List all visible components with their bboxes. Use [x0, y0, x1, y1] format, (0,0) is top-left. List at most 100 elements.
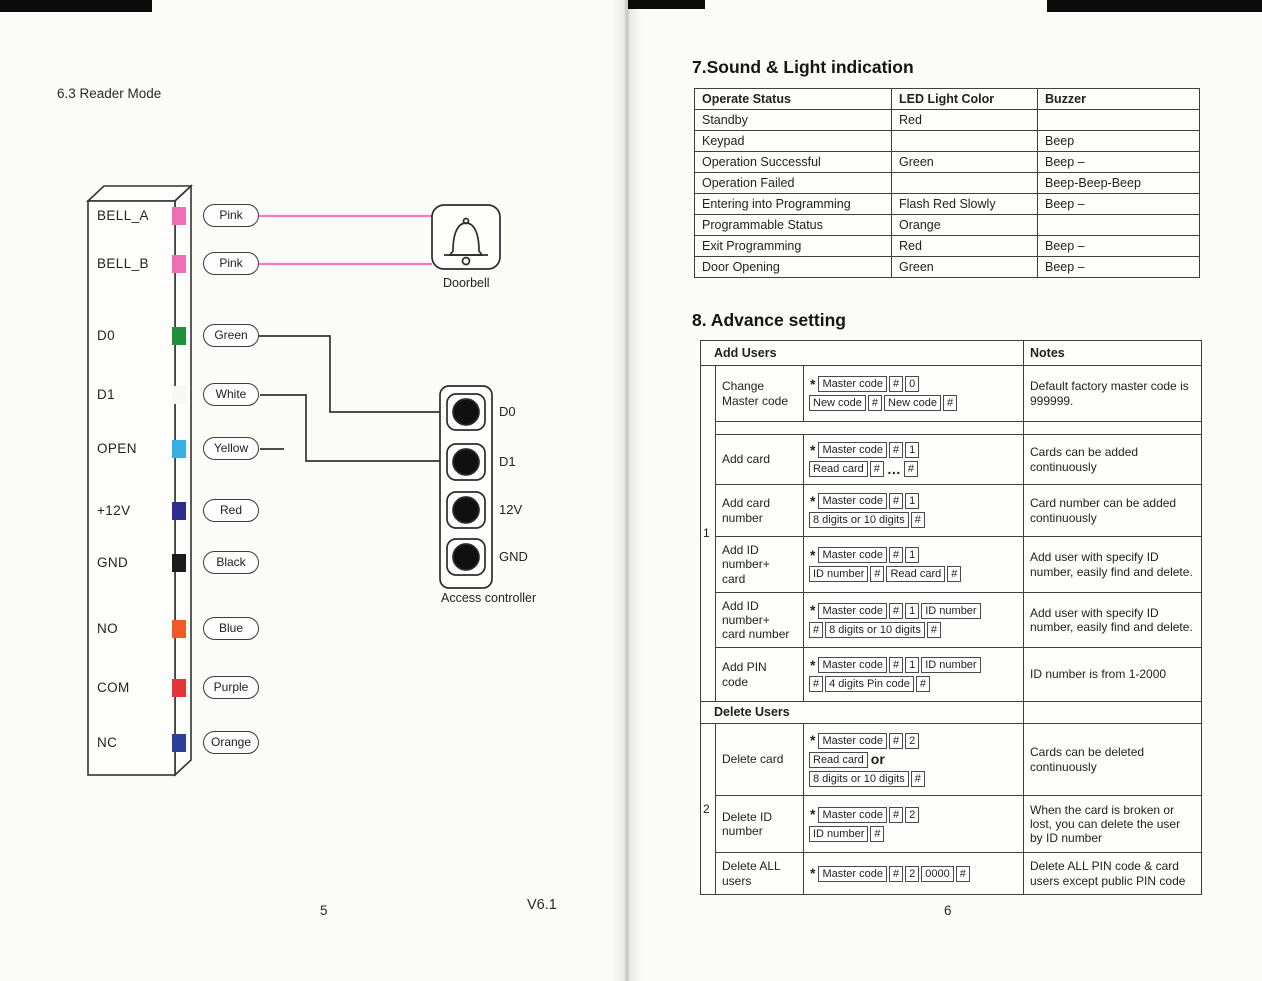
status-cell: Door Opening	[694, 256, 892, 278]
wire-color-bubble-d0: Green	[203, 324, 259, 347]
note-text: When the card is broken or lost, you can…	[1023, 795, 1202, 853]
status-cell: Operation Failed	[694, 172, 892, 194]
port-label-12v: 12V	[499, 502, 523, 517]
terminal-label-nc: NC	[97, 735, 118, 750]
buzzer-cell: Beep –	[1037, 193, 1200, 215]
port-label-d0: D0	[499, 404, 516, 419]
access-controller-label: Access controller	[441, 591, 537, 605]
buzzer-cell	[1037, 214, 1200, 236]
note-text: Card number can be added continuously	[1023, 484, 1202, 537]
led-cell: Green	[891, 151, 1038, 173]
d1-wire	[260, 394, 441, 462]
buzzer-cell: Beep –	[1037, 151, 1200, 173]
action-label: Add ID number+ card number	[715, 592, 804, 648]
terminal-label-gnd: GND	[97, 555, 129, 570]
page-fold	[611, 0, 643, 981]
action-label: Add card	[715, 434, 804, 485]
table-row: Add ID number+ card number *Master code#…	[701, 592, 1202, 648]
wire-color-bubble-open: Yellow	[203, 437, 259, 460]
led-cell: Green	[891, 256, 1038, 278]
data-wires	[259, 335, 441, 462]
note-text: Default factory master code is 999999.	[1023, 365, 1202, 422]
wire-color-bubble-bell-b: Pink	[203, 252, 259, 275]
terminal-label-no: NO	[97, 621, 119, 636]
right-page-number: 6	[944, 903, 952, 918]
scan-artifact-bar	[0, 0, 152, 12]
action-label: Add PIN code	[715, 647, 804, 702]
wire-tab-12v	[172, 502, 186, 520]
table-row: Programmable Status Orange	[694, 214, 1200, 236]
col-header-status: Operate Status	[694, 88, 892, 110]
led-cell	[891, 172, 1038, 194]
note-text: Add user with specify ID number, easily …	[1023, 536, 1202, 593]
terminal-label-open: OPEN	[97, 441, 137, 456]
table-header-row: Operate Status LED Light Color Buzzer	[694, 88, 1200, 110]
port-label-d1: D1	[499, 454, 516, 469]
wire-tab-gnd	[172, 554, 186, 572]
table-row: Exit Programming Red Beep –	[694, 235, 1200, 257]
scan-artifact-bar	[628, 0, 705, 9]
col-header-buzzer: Buzzer	[1037, 88, 1200, 110]
notes-header: Notes	[1023, 340, 1202, 366]
wire-color-bubble-gnd: Black	[203, 551, 259, 574]
wire-tab-bell-b	[172, 255, 186, 273]
action-label: Delete ID number	[715, 795, 804, 853]
wire-tab-bell-a	[172, 207, 186, 225]
advance-setting-table: Add Users Notes 1 Change Master code *Ma…	[700, 340, 1202, 895]
action-label: Add card number	[715, 484, 804, 537]
wire-tab-open	[172, 440, 186, 458]
table-row: Entering into Programming Flash Red Slow…	[694, 193, 1200, 215]
wire-tab-no	[172, 620, 186, 638]
scan-artifact-bar	[1047, 0, 1262, 12]
delete-users-header: Delete Users	[700, 701, 1024, 724]
buzzer-cell: Beep –	[1037, 256, 1200, 278]
doorbell-icon	[431, 204, 501, 270]
terminal-label-d0: D0	[97, 328, 116, 343]
status-cell: Programmable Status	[694, 214, 892, 236]
note-text: Cards can be added continuously	[1023, 434, 1202, 485]
d0-wire	[259, 335, 441, 413]
sound-light-table: Operate Status LED Light Color Buzzer St…	[694, 88, 1200, 278]
col-header-led: LED Light Color	[891, 88, 1038, 110]
wire-color-bubble-d1: White	[203, 383, 259, 406]
table-row: Operation Successful Green Beep –	[694, 151, 1200, 173]
terminal-label-bell-b: BELL_B	[97, 256, 149, 271]
status-cell: Entering into Programming	[694, 193, 892, 215]
group-number-2: 2	[700, 723, 716, 895]
access-controller	[439, 385, 493, 589]
bell-wires	[259, 214, 432, 266]
action-label: Change Master code	[715, 365, 804, 422]
status-cell: Standby	[694, 109, 892, 131]
wire-color-bubble-12v: Red	[203, 499, 259, 522]
led-cell	[891, 130, 1038, 152]
note-text: Delete ALL PIN code & card users except …	[1023, 852, 1202, 895]
group-number-1: 1	[700, 365, 716, 702]
wire-color-bubble-bell-a: Pink	[203, 204, 259, 227]
buzzer-cell: Beep-Beep-Beep	[1037, 172, 1200, 194]
action-label: Add ID number+ card	[715, 536, 804, 593]
spacer-row	[701, 421, 1202, 435]
note-text: Cards can be deleted continuously	[1023, 723, 1202, 796]
sound-section-title: 7.Sound & Light indication	[692, 57, 914, 77]
advance-section-title: 8. Advance setting	[692, 310, 846, 330]
note-text: ID number is from 1-2000	[1023, 647, 1202, 702]
status-cell: Operation Successful	[694, 151, 892, 173]
wire-tab-nc	[172, 734, 186, 752]
led-cell: Orange	[891, 214, 1038, 236]
